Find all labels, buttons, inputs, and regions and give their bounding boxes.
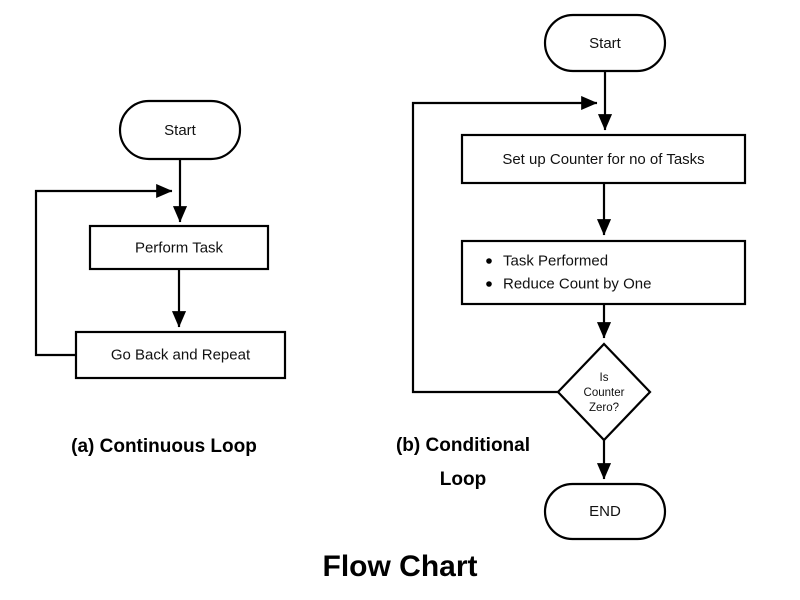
caption-panel-b-line-2: Loop [440,469,486,490]
node-a-perform-task[interactable]: Perform Task [88,224,270,271]
node-a-start-label: Start [164,122,197,139]
node-b-decision-line-2: Counter [584,387,625,399]
figure-title: Flow Chart [323,550,478,583]
node-b-task-list[interactable]: Task Performed Reduce Count by One [460,239,747,306]
node-a-go-back-and-repeat[interactable]: Go Back and Repeat [74,330,287,380]
panel-a: Start Perform Task Go Back and Repeat (a… [34,99,287,457]
node-b-end-label: END [589,503,621,520]
bullet-dot-icon [486,281,492,287]
node-a-go-back-label: Go Back and Repeat [111,346,251,363]
process-shape [74,330,287,380]
process-shape [88,224,270,271]
node-b-setup-counter[interactable]: Set up Counter for no of Tasks [460,133,747,185]
bullet-dot-icon [486,258,492,264]
node-a-perform-task-label: Perform Task [135,239,224,256]
edge-b-decision-to-setup-feedback [411,95,598,394]
terminator-shape [543,482,667,541]
process-shape [460,239,747,306]
caption-panel-b-line-1: (b) Conditional [396,435,530,456]
node-b-start-label: Start [589,35,622,52]
node-b-decision[interactable]: Is Counter Zero? [556,342,652,442]
edge-a-goback-to-perform-feedback [34,183,173,357]
node-b-task-list-bullet-1: Task Performed [503,252,608,269]
node-b-end[interactable]: END [543,482,667,541]
node-b-start[interactable]: Start [543,13,667,73]
caption-panel-a: (a) Continuous Loop [71,436,257,457]
node-b-decision-line-1: Is [600,372,609,384]
node-b-decision-line-3: Zero? [589,402,619,414]
node-a-start[interactable]: Start [118,99,242,161]
node-b-task-list-bullet-2: Reduce Count by One [503,275,651,292]
panel-b: Start Set up Counter for no of Tasks Tas… [396,13,747,541]
node-b-setup-counter-label: Set up Counter for no of Tasks [502,151,704,168]
